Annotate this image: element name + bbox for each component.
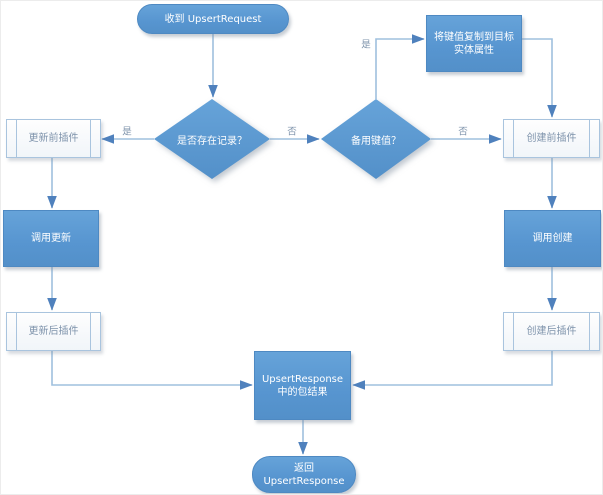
- node-decision-alternate-key: 备用键值？: [321, 99, 431, 179]
- node-upsert-response-result: UpsertResponse 中的包结果: [254, 351, 351, 420]
- node-call-update: 调用更新: [3, 210, 99, 267]
- node-pre-create-plugin: 创建前插件: [503, 119, 600, 158]
- edge-postcreate-to-response: [352, 351, 553, 390]
- node-call-create: 调用创建: [504, 210, 601, 267]
- node-start-terminator: 收到 UpsertRequest: [137, 4, 289, 34]
- node-decision-record-exists: 是否存在记录？: [154, 99, 270, 179]
- decision-alternate-key-shape: 备用键值？: [321, 99, 431, 179]
- node-post-update-plugin: 更新后插件: [6, 312, 101, 351]
- edge-label-yes-copy: 是: [359, 39, 373, 51]
- edge-altkey-yes-to-copy: [375, 34, 425, 99]
- node-end-terminator: 返回 UpsertResponse: [252, 456, 356, 493]
- node-pre-update-plugin: 更新前插件: [6, 119, 101, 158]
- edge-postupdate-to-response: [51, 351, 253, 390]
- node-post-create-plugin: 创建后插件: [503, 312, 600, 351]
- edge-copy-to-precreate: [522, 38, 557, 118]
- edge-label-yes-update: 是: [120, 126, 134, 138]
- edge-label-no-altkey: 否: [285, 126, 299, 138]
- node-copy-key-values: 将键值复制到目标 实体属性: [426, 15, 522, 72]
- decision-record-exists-shape: 是否存在记录？: [154, 99, 270, 179]
- edge-label-no-create: 否: [456, 126, 470, 138]
